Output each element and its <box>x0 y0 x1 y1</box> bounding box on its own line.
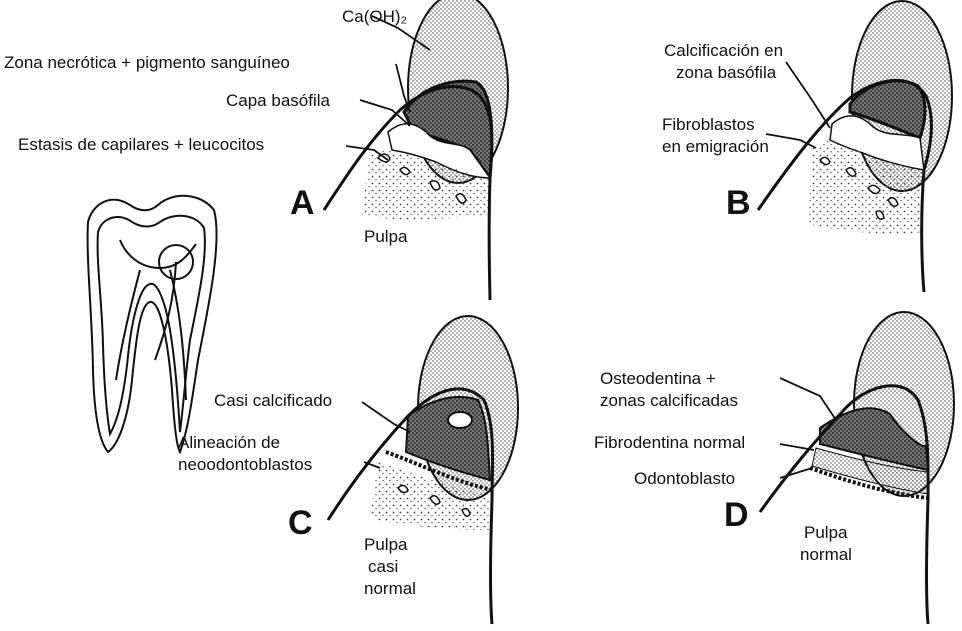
label-almost-calcified: Casi calcificado <box>214 390 332 411</box>
label-pulp-c-line2: casi <box>368 556 398 577</box>
panel-c-inclusion <box>448 412 472 428</box>
label-pulp-a: Pulpa <box>364 226 407 247</box>
label-calcification-line2: zona basófila <box>676 62 776 83</box>
label-fibroblasts-line1: Fibroblastos <box>662 114 755 135</box>
label-osteodentin-line1: Osteodentina + <box>600 368 716 389</box>
label-caoh2: Ca(OH)₂ <box>342 6 407 27</box>
label-fibroblasts-line2: en emigración <box>662 136 769 157</box>
label-basophil-layer: Capa basófila <box>226 90 330 111</box>
label-necrotic-zone: Zona necrótica + pigmento sanguíneo <box>4 52 290 73</box>
panel-letter-c: C <box>288 506 313 540</box>
panel-letter-a: A <box>290 186 315 220</box>
label-capillary-stasis: Estasis de capilares + leucocitos <box>18 134 264 155</box>
label-odontoblast: Odontoblasto <box>634 468 735 489</box>
panel-a-drawing <box>324 0 508 300</box>
label-pulp-c-line3: normal <box>364 578 416 599</box>
label-pulp-c-line1: Pulpa <box>364 534 407 555</box>
label-fibrodentin: Fibrodentina normal <box>594 432 745 453</box>
panel-c-calcified-zone <box>406 397 490 480</box>
panel-letter-b: B <box>726 186 751 220</box>
panel-b-drawing <box>758 1 952 292</box>
label-alignment-line1: Alineación de <box>178 432 280 453</box>
label-osteodentin-line2: zonas calcificadas <box>600 390 738 411</box>
tooth-illustration <box>88 196 217 452</box>
panel-d-drawing <box>760 312 954 624</box>
label-calcification-line1: Calcificación en <box>664 40 783 61</box>
label-pulp-d-line1: Pulpa <box>804 522 847 543</box>
label-pulp-d-line2: normal <box>800 544 852 565</box>
panel-letter-d: D <box>724 498 749 532</box>
panel-c-drawing <box>328 316 518 624</box>
label-alignment-line2: neoodontoblastos <box>178 454 312 475</box>
